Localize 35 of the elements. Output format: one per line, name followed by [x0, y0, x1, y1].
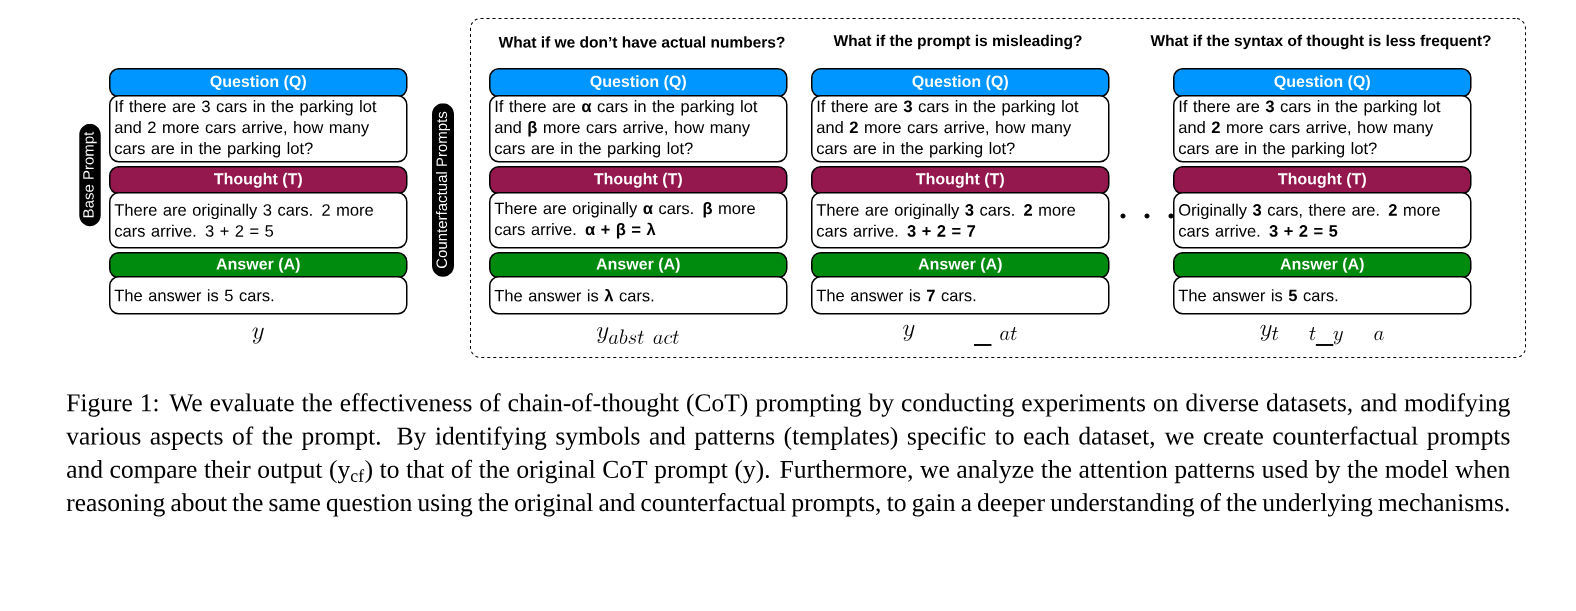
header-bar: Answer (A) — [109, 252, 408, 279]
text-box: If there are α cars in the parking lot and β more cars arrive, how many cars are in the parking lot? — [489, 95, 788, 163]
text-box: If there are 3 cars in the parking lot and 2 more cars arrive, how many cars are in the parking lot? — [109, 95, 408, 163]
output-label: $y$ — [252, 327, 264, 344]
header-bar: Question (Q) — [489, 68, 788, 98]
text-box: The answer is λ cars. — [489, 276, 788, 315]
header-bar: Question (Q) — [109, 68, 408, 98]
column-heading: What if we don’t have actual numbers? — [498, 36, 785, 48]
text-box: There are originally 3 cars. 2 more cars arrive. 3 + 2 = 7 — [811, 192, 1110, 249]
section-label: Counterfactual Prompts — [432, 103, 454, 277]
text-box: The answer is 7 cars. — [811, 276, 1110, 315]
header-bar: Answer (A) — [1173, 252, 1472, 279]
output-label: $y_{t\quad t\_y\quad a}$ — [1260, 324, 1384, 346]
output-label: $y_{\qquad\_\ at}$ — [903, 324, 1017, 346]
text-box: If there are 3 cars in the parking lot and 2 more cars arrive, how many cars are in the parking lot? — [811, 95, 1110, 163]
header-bar: Thought (T) — [811, 166, 1110, 195]
header-bar: Answer (A) — [811, 252, 1110, 279]
dashed-frame — [470, 18, 1526, 358]
column-heading: What if the syntax of thought is less frequent? — [1150, 34, 1491, 50]
text-box: The answer is 5 cars. — [1173, 276, 1472, 315]
output-label: $y_{abst\ act}$ — [597, 327, 679, 344]
header-bar: Question (Q) — [1173, 68, 1472, 98]
header-bar: Thought (T) — [109, 166, 408, 195]
header-bar: Answer (A) — [489, 252, 788, 279]
text-box: If there are 3 cars in the parking lot and 2 more cars arrive, how many cars are in the parking lot? — [1173, 95, 1472, 163]
text-box: There are originally 3 cars. 2 more cars arrive. 3 + 2 = 5 — [109, 192, 408, 249]
header-bar: Question (Q) — [811, 68, 1110, 98]
figure-caption: Figure 1: We evaluate the effectiveness of chain-of-thought (CoT) prompting by conducting experiments on diverse datasets, and modifying various aspects of the prompt. By identifying symbols and patterns (templates) specific to each dataset, we create counterfactual prompts and compare their output (y$_{cf}$) to that of the original CoT prompt (y). Furthermore, we analyze the attention patterns used by the model when reasoning about the same question using the original and counterfactual prompts, to gain a deeper understanding of the underlying mechanisms. — [66, 393, 1510, 517]
text-box: There are originally α cars. β more cars arrive. α + β = λ — [489, 192, 788, 249]
column-heading: What if the prompt is misleading? — [833, 34, 1082, 50]
text-box: Originally 3 cars, there are. 2 more cars arrive. 3 + 2 = 5 — [1173, 192, 1472, 249]
header-bar: Thought (T) — [1173, 166, 1472, 195]
text-box: The answer is 5 cars. — [109, 276, 408, 315]
section-label: Base Prompt — [79, 123, 101, 227]
header-bar: Thought (T) — [489, 166, 788, 195]
